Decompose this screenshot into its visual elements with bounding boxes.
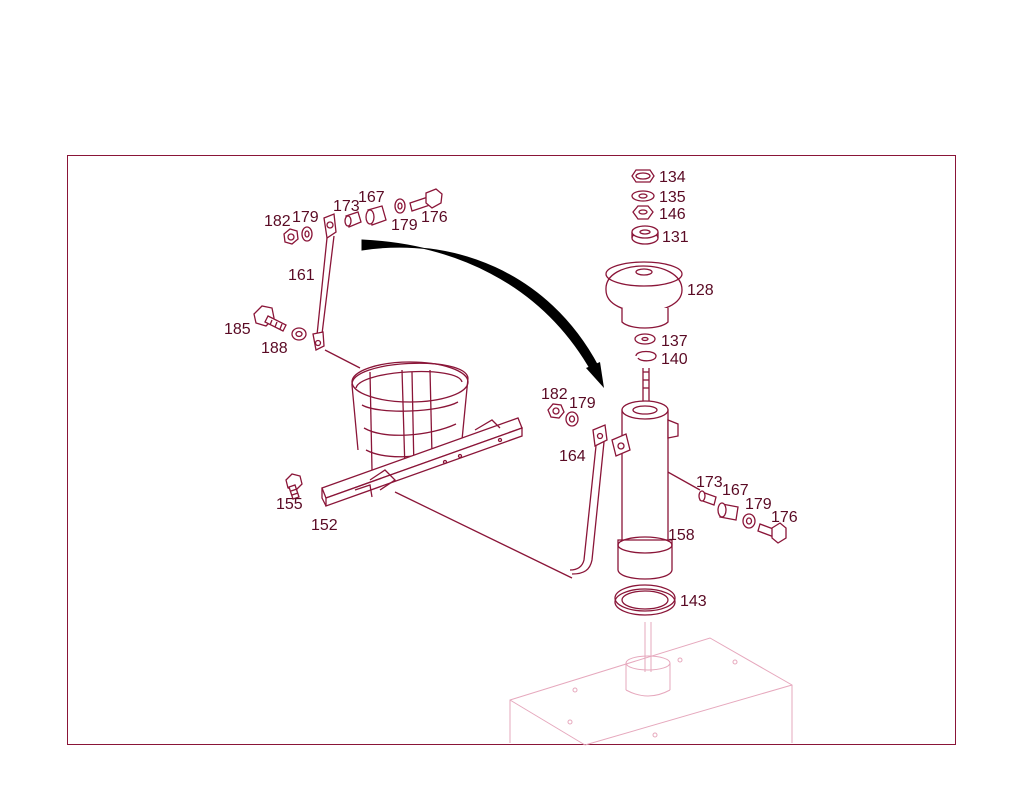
label-176: 176 (771, 509, 798, 526)
diagram-frame (67, 155, 956, 745)
label-182: 182 (264, 213, 291, 230)
label-137: 137 (661, 333, 688, 350)
label-131: 131 (662, 229, 689, 246)
label-143: 143 (680, 593, 707, 610)
part-labels: 182 179 173 167 179 176 161 185 188 155 … (224, 169, 798, 610)
bracket-152 (321, 361, 523, 507)
clip-140 (635, 350, 657, 362)
top-hardware-stack (631, 169, 659, 245)
label-179: 179 (391, 217, 418, 234)
right-bolt-set (698, 490, 787, 544)
rubber-mount-128 (605, 261, 683, 329)
seal-ring-143 (614, 584, 676, 616)
label-167: 167 (722, 482, 749, 499)
label-134: 134 (659, 169, 686, 186)
label-182: 182 (541, 386, 568, 403)
label-179: 179 (745, 496, 772, 513)
label-146: 146 (659, 206, 686, 223)
label-179: 179 (292, 209, 319, 226)
label-176: 176 (421, 209, 448, 226)
label-164: 164 (559, 448, 586, 465)
housing-ghost (509, 622, 793, 746)
right-nut-182 (547, 403, 579, 427)
label-128: 128 (687, 282, 714, 299)
label-140: 140 (661, 351, 688, 368)
washer-137 (634, 333, 656, 345)
link-rod-161 (312, 213, 337, 351)
strap-164 (569, 424, 631, 575)
label-158: 158 (668, 527, 695, 544)
label-173: 173 (696, 474, 723, 491)
bolt-155 (285, 473, 303, 500)
label-167: 167 (358, 189, 385, 206)
cylinder-158 (617, 368, 679, 580)
label-161: 161 (288, 267, 315, 284)
label-185: 185 (224, 321, 251, 338)
label-188: 188 (261, 340, 288, 357)
bolt-185 (253, 305, 307, 341)
label-179: 179 (569, 395, 596, 412)
label-152: 152 (311, 517, 338, 534)
label-173: 173 (333, 198, 360, 215)
label-135: 135 (659, 189, 686, 206)
left-upper-hardware (283, 188, 443, 245)
move-arrow (361, 239, 604, 388)
label-155: 155 (276, 496, 303, 513)
